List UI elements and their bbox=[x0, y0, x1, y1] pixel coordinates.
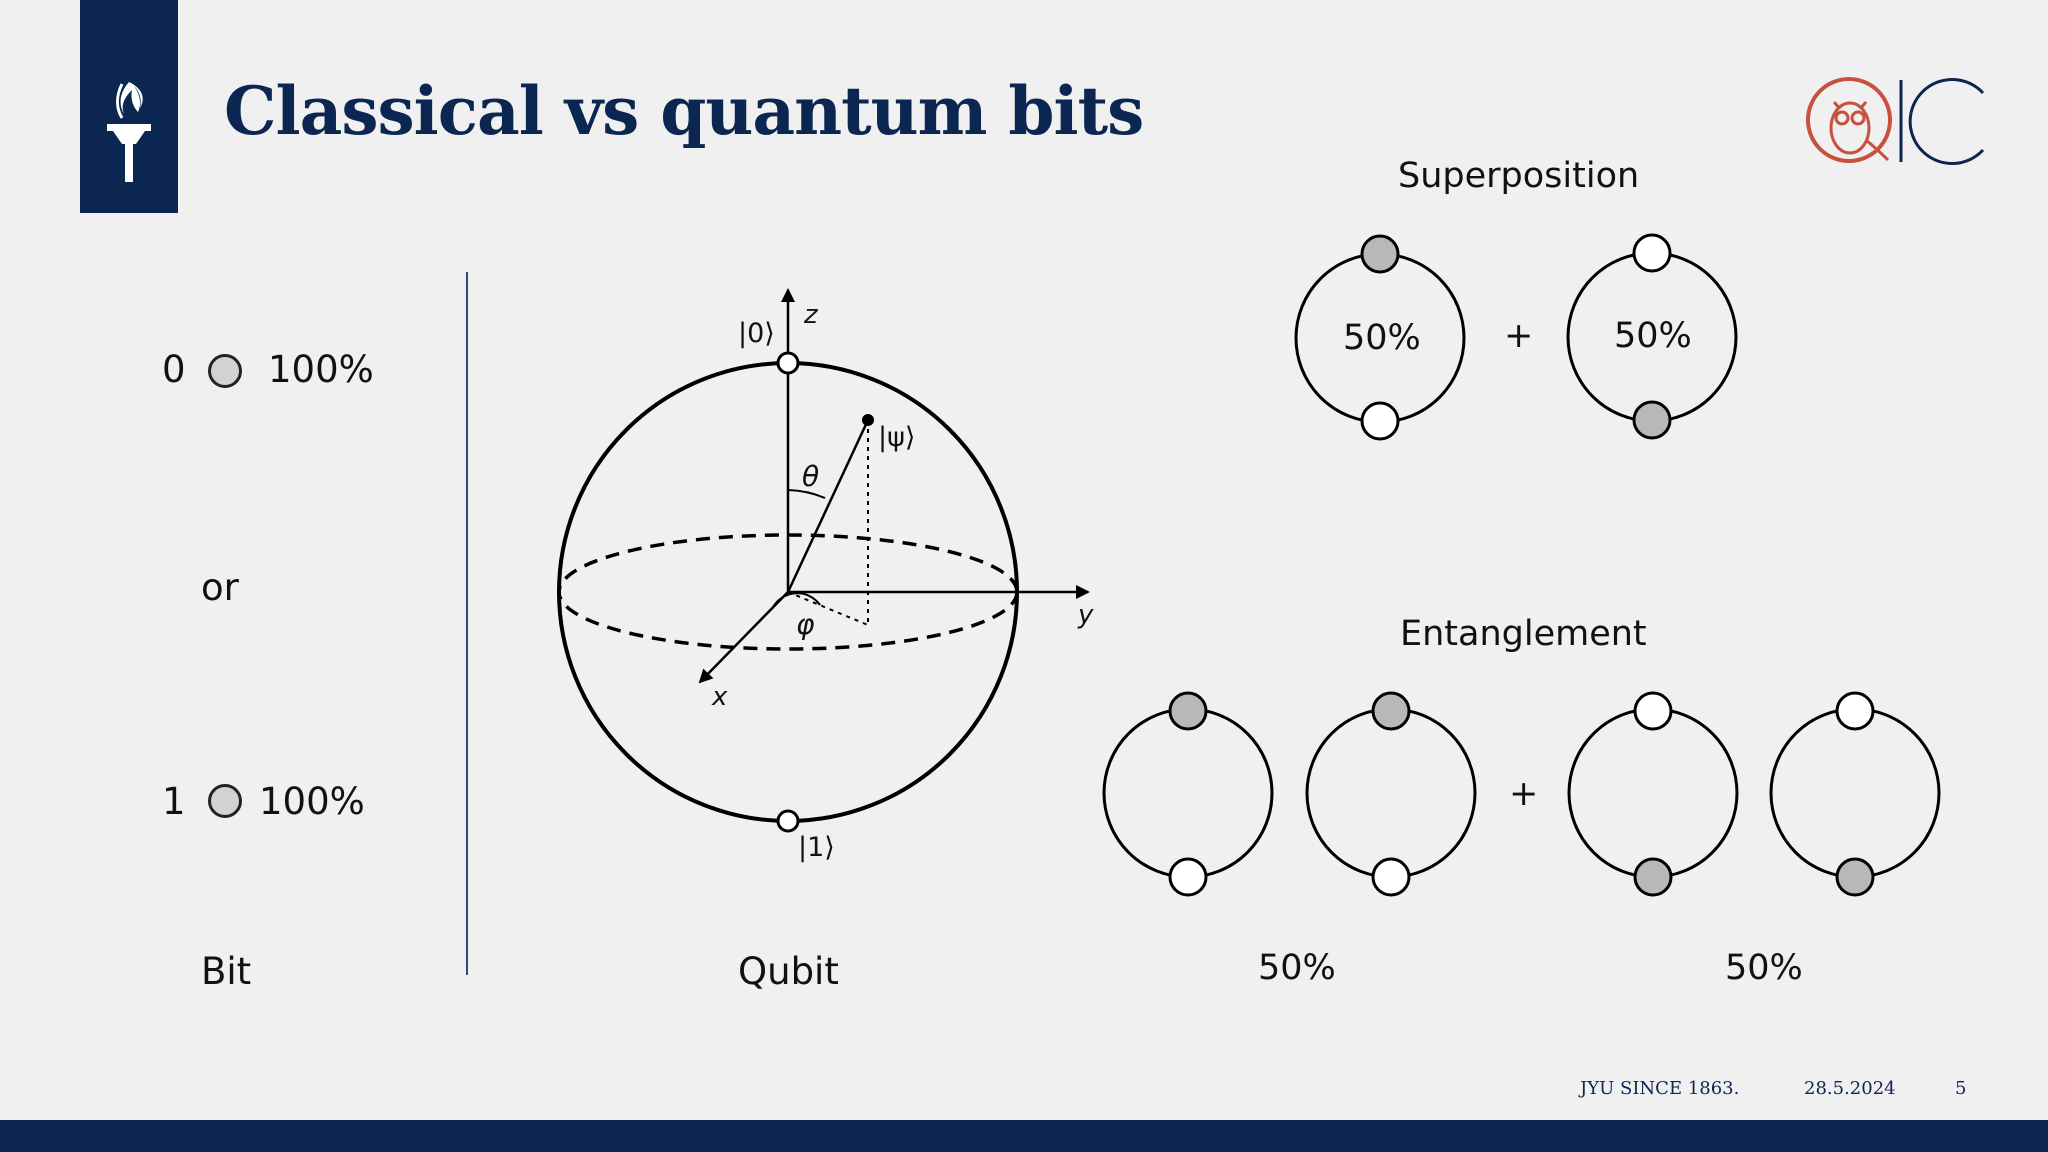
bit-state-1-percent: 100% bbox=[259, 780, 365, 823]
entanglement-ring-3 bbox=[1567, 707, 1739, 879]
entanglement-ring-2 bbox=[1305, 707, 1477, 879]
psi-vector bbox=[786, 419, 870, 593]
footer-page-number: 5 bbox=[1955, 1078, 1967, 1099]
entanglement-right-percent: 50% bbox=[1725, 948, 1803, 988]
phi-label: φ bbox=[796, 608, 815, 641]
x-axis-label: x bbox=[712, 682, 728, 712]
entanglement-ring-2-top-node bbox=[1371, 691, 1411, 731]
superposition-right-top-node bbox=[1632, 233, 1672, 273]
ket-0-label: |0⟩ bbox=[738, 318, 775, 349]
entanglement-left-percent: 50% bbox=[1258, 948, 1336, 988]
y-axis-label: y bbox=[1078, 600, 1094, 630]
superposition-plus: + bbox=[1504, 316, 1534, 356]
ket-1-node bbox=[776, 809, 800, 833]
bottom-bar bbox=[0, 1120, 2048, 1152]
phi-projection bbox=[787, 591, 869, 626]
footer-org: JYU SINCE 1863. bbox=[1580, 1078, 1740, 1099]
superposition-right-bottom-node bbox=[1632, 400, 1672, 440]
entanglement-ring-3-bottom-node bbox=[1633, 857, 1673, 897]
ket-1-label: |1⟩ bbox=[798, 832, 835, 863]
entanglement-ring-4-bottom-node bbox=[1835, 857, 1875, 897]
footer-date: 28.5.2024 bbox=[1804, 1078, 1896, 1099]
bit-state-0-dot bbox=[208, 354, 242, 388]
theta-label: θ bbox=[802, 460, 820, 493]
superposition-left-bottom-node bbox=[1360, 401, 1400, 441]
bit-state-1-label: 1 bbox=[162, 780, 186, 823]
entanglement-ring-2-bottom-node bbox=[1371, 857, 1411, 897]
section-divider bbox=[466, 272, 468, 975]
bit-state-0-percent: 100% bbox=[268, 348, 374, 391]
bit-state-1-dot bbox=[208, 784, 242, 818]
entanglement-ring-1 bbox=[1102, 707, 1274, 879]
entanglement-ring-3-top-node bbox=[1633, 691, 1673, 731]
bit-state-0-label: 0 bbox=[162, 348, 186, 391]
page-title: Classical vs quantum bits bbox=[224, 72, 1144, 150]
bit-or-label: or bbox=[201, 566, 239, 609]
entanglement-ring-4-top-node bbox=[1835, 691, 1875, 731]
bit-caption: Bit bbox=[201, 950, 252, 993]
superposition-right-percent: 50% bbox=[1614, 316, 1692, 356]
theta-arc bbox=[787, 489, 826, 499]
superposition-left-top-node bbox=[1360, 234, 1400, 274]
psi-label: |ψ⟩ bbox=[878, 422, 916, 453]
ket-0-node bbox=[776, 351, 800, 375]
entanglement-ring-1-top-node bbox=[1168, 691, 1208, 731]
qubit-caption: Qubit bbox=[738, 950, 839, 993]
z-axis-label: z bbox=[804, 300, 818, 330]
entanglement-title: Entanglement bbox=[1400, 614, 1647, 654]
entanglement-ring-1-bottom-node bbox=[1168, 857, 1208, 897]
torch-icon bbox=[107, 82, 151, 182]
university-logo-tab bbox=[80, 0, 178, 213]
superposition-title: Superposition bbox=[1398, 156, 1640, 196]
entanglement-ring-4 bbox=[1769, 707, 1941, 879]
phi-arc bbox=[772, 592, 821, 608]
superposition-left-percent: 50% bbox=[1343, 318, 1421, 358]
entanglement-plus: + bbox=[1509, 774, 1539, 814]
